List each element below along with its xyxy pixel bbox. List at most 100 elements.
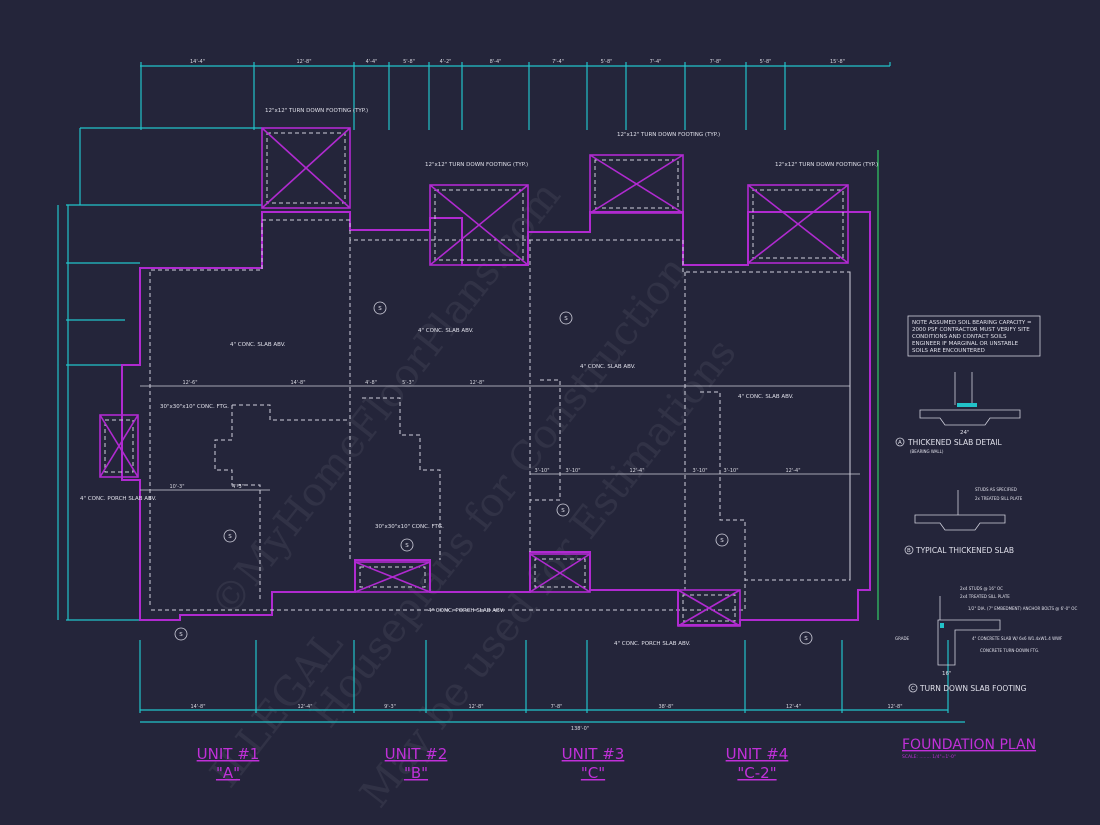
- note-turn-down: 12"x12" TURN DOWN FOOTING (TYP.): [617, 132, 720, 138]
- section-marker-label: S: [228, 534, 232, 540]
- top-dimension-label: 14'-4": [190, 59, 205, 65]
- section-marker-label: S: [405, 543, 409, 549]
- soil-note-line: 2000 PSF CONTRACTOR MUST VERIFY SITE: [912, 327, 1030, 333]
- detail-turn-down-slab-footing: 2x4 STUDS @ 16" OC 2x4 TREATED SILL PLAT…: [895, 586, 1077, 693]
- top-dimension-label: 4'-2": [440, 59, 452, 65]
- section-marker: S: [174, 627, 188, 641]
- interior-dimension-label: 3'-10": [565, 468, 580, 474]
- section-marker: S: [223, 529, 237, 543]
- note-turn-down: 12"x12" TURN DOWN FOOTING (TYP.): [425, 162, 528, 168]
- interior-dimension-label: 3'-10": [534, 468, 549, 474]
- bottom-dimension-string: 138'-0" 14'-8"12'-4"9'-3"12'-8"7'-8"38'-…: [139, 640, 965, 732]
- interior-dimensions: 12'-6"14'-8"4'-8"5'-3"12'-8"3'-10"3'-10"…: [169, 380, 800, 490]
- detail-a-title: THICKENED SLAB DETAIL: [907, 438, 1002, 447]
- detail-c-callout: 4" CONCRETE SLAB W/ 6x6 W1.4xW1.4 WWF: [972, 636, 1063, 641]
- note-turn-down: 12"x12" TURN DOWN FOOTING (TYP.): [775, 162, 878, 168]
- top-dimension-label: 7'-8": [710, 59, 722, 65]
- section-marker: S: [373, 301, 387, 315]
- top-dimension-label: 5'-8": [760, 59, 772, 65]
- section-marker: S: [400, 538, 414, 552]
- unit-name: UNIT #4: [726, 745, 789, 763]
- bottom-dimension-label: 12'-4": [297, 704, 312, 710]
- porch-slabs: [99, 127, 849, 627]
- plan-notes: 12"x12" TURN DOWN FOOTING (TYP.) 12"x12"…: [80, 108, 878, 647]
- unit-dividers: [349, 150, 879, 620]
- porch-slab: [589, 154, 684, 214]
- detail-thickened-slab: 24" A THICKENED SLAB DETAIL (BEARING WAL…: [895, 372, 1021, 454]
- section-marker: S: [715, 533, 729, 547]
- detail-c-marker: C: [911, 686, 915, 692]
- bottom-dimension-label: 12'-8": [468, 704, 483, 710]
- bottom-dimension-label: 12'-8": [887, 704, 902, 710]
- porch-slab: [354, 561, 431, 593]
- watermark-text: ©MyHomeFloorPlans.com: [202, 173, 570, 626]
- soil-note-line: ENGINEER IF MARGINAL OR UNSTABLE: [912, 341, 1019, 347]
- top-dimension-label: 8'-4": [490, 59, 502, 65]
- top-dimension-label: 5'-8": [403, 59, 415, 65]
- footing-outline: [149, 219, 851, 611]
- overall-dimension: 138'-0": [571, 726, 589, 732]
- bottom-dimension-label: 9'-3": [384, 704, 396, 710]
- top-dimension-label: 7'-4": [650, 59, 662, 65]
- detail-typical-thickened-slab: STUDS AS SPECIFIED 2x TREATED SILL PLATE…: [904, 487, 1023, 555]
- detail-c-callout: GRADE: [895, 636, 910, 641]
- detail-b-marker: B: [907, 548, 911, 554]
- detail-c-callout: 1/2" DIA. (7" EMBEDMENT) ANCHOR BOLTS @ …: [968, 606, 1077, 611]
- interior-dimension-label: 12'-4": [785, 468, 800, 474]
- section-marker-label: S: [179, 632, 183, 638]
- interior-dimension-label: 10'-3": [169, 484, 184, 490]
- left-dimension-string: [57, 127, 262, 621]
- note-slab: 4" CONC. SLAB ABV.: [580, 364, 636, 370]
- soil-note-line: NOTE ASSUMED SOIL BEARING CAPACITY =: [912, 320, 1032, 326]
- interior-dimension-label: 12'-6": [182, 380, 197, 386]
- unit-type: "C-2": [737, 764, 776, 782]
- porch-slab: [529, 553, 591, 593]
- detail-c-callout: 2x4 STUDS @ 16" OC: [960, 586, 1003, 591]
- note-porch: 4" CONC. PORCH SLAB ABV.: [428, 608, 505, 614]
- detail-b-title: TYPICAL THICKENED SLAB: [915, 546, 1014, 555]
- unit-type: "B": [404, 764, 428, 782]
- interior-dimension-label: 3'-10": [723, 468, 738, 474]
- interior-dimension-label: 5'-3": [402, 380, 414, 386]
- interior-dimension-label: 3'-10": [692, 468, 707, 474]
- porch-slab: [747, 184, 849, 264]
- top-dimension-string: 14'-4" 12'-8" 4'-4" 5'-8" 4'-2" 8'-4" 7'-4" 5'-…: [140, 59, 891, 130]
- note-footing: 30"x30"x10" CONC. FTG.: [160, 404, 229, 410]
- note-slab: 4" CONC. SLAB ABV.: [738, 394, 794, 400]
- watermark: ©MyHomeFloorPlans.com Houseplans for Con…: [202, 173, 746, 816]
- interior-dimension-label: 12'-4": [629, 468, 644, 474]
- detail-c-title: TURN DOWN SLAB FOOTING: [919, 684, 1027, 693]
- detail-c-width: 16": [942, 671, 952, 677]
- interior-dimension-label: 12'-8": [469, 380, 484, 386]
- top-dimension-label: 12'-8": [296, 59, 311, 65]
- detail-b-callout: 2x TREATED SILL PLATE: [975, 496, 1023, 501]
- unit-labels: UNIT #1"A"UNIT #2"B"UNIT #3"C"UNIT #4"C-…: [197, 745, 789, 782]
- top-dimension-label: 4'-4": [366, 59, 378, 65]
- detail-a-subtitle: (BEARING WALL): [910, 449, 944, 454]
- unit-name: UNIT #1: [197, 745, 260, 763]
- detail-b-callout: STUDS AS SPECIFIED: [975, 487, 1017, 492]
- section-marker-label: S: [804, 636, 808, 642]
- section-marker-label: S: [720, 538, 724, 544]
- soil-note-line: SOILS ARE ENCOUNTERED: [912, 348, 985, 354]
- unit-name: UNIT #3: [562, 745, 625, 763]
- section-marker: S: [556, 503, 570, 517]
- interior-footings: [140, 379, 860, 600]
- interior-dimension-label: 14'-8": [290, 380, 305, 386]
- porch-slab: [261, 127, 351, 209]
- note-footing: 30"x30"x10" CONC. FTG.: [375, 524, 444, 530]
- unit-name: UNIT #2: [385, 745, 448, 763]
- detail-c-callout: 2x4 TREATED SILL PLATE: [960, 594, 1010, 599]
- section-marker: S: [799, 631, 813, 645]
- soil-note: NOTE ASSUMED SOIL BEARING CAPACITY = 200…: [907, 315, 1041, 357]
- section-marker-label: S: [561, 508, 565, 514]
- bottom-dimension-label: 7'-8": [551, 704, 563, 710]
- interior-dimension-label: 4'-3": [232, 484, 244, 490]
- detail-a-width: 24": [960, 430, 970, 436]
- detail-a-marker: A: [898, 440, 902, 446]
- porch-slab: [429, 184, 529, 266]
- top-dimension-label: 5'-8": [601, 59, 613, 65]
- top-dimension-label: 15'-8": [830, 59, 845, 65]
